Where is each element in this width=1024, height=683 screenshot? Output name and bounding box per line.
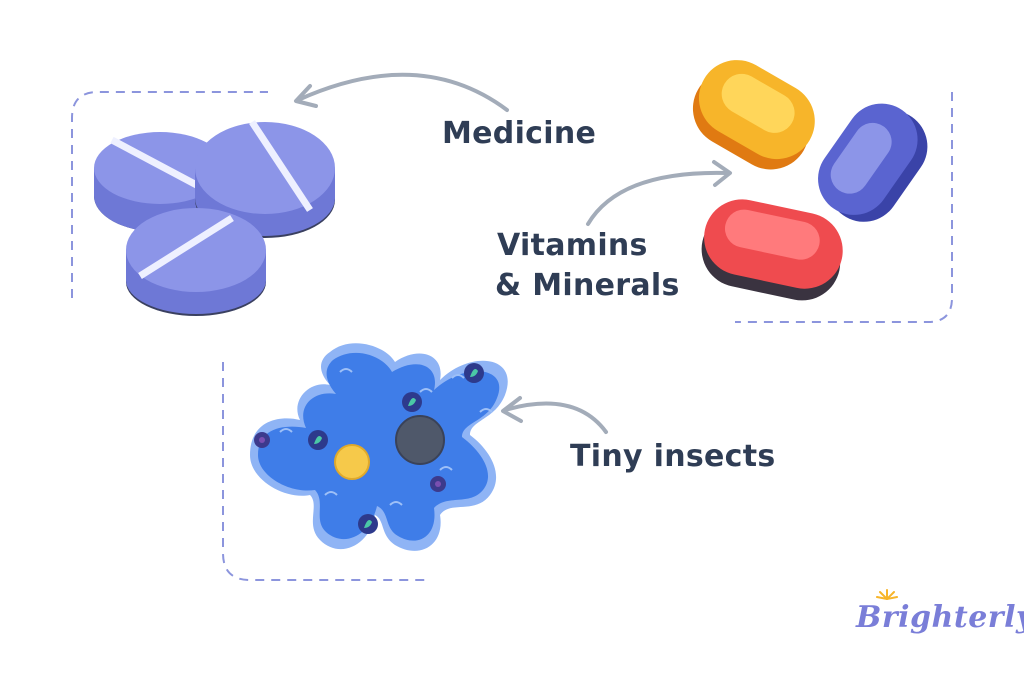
vitamins-label: Vitamins & Minerals bbox=[495, 226, 680, 306]
vitamins-label-line2: & Minerals bbox=[495, 268, 680, 303]
insects-frame bbox=[222, 362, 425, 581]
insects-label: Tiny insects bbox=[570, 439, 776, 474]
tablets-icon bbox=[94, 120, 335, 316]
capsules-icon bbox=[692, 60, 928, 301]
amoeba-icon bbox=[250, 343, 508, 551]
vitamins-arrow bbox=[586, 160, 732, 226]
insects-arrow bbox=[501, 396, 608, 434]
medicine-frame bbox=[71, 91, 268, 298]
vitamins-label-line1: Vitamins bbox=[497, 228, 648, 263]
brand-sun-icon bbox=[876, 589, 898, 600]
vitamins-frame bbox=[735, 92, 953, 323]
brand-logo: Brighterly bbox=[856, 600, 1024, 635]
medicine-label: Medicine bbox=[442, 116, 597, 151]
medicine-arrow bbox=[294, 72, 509, 112]
